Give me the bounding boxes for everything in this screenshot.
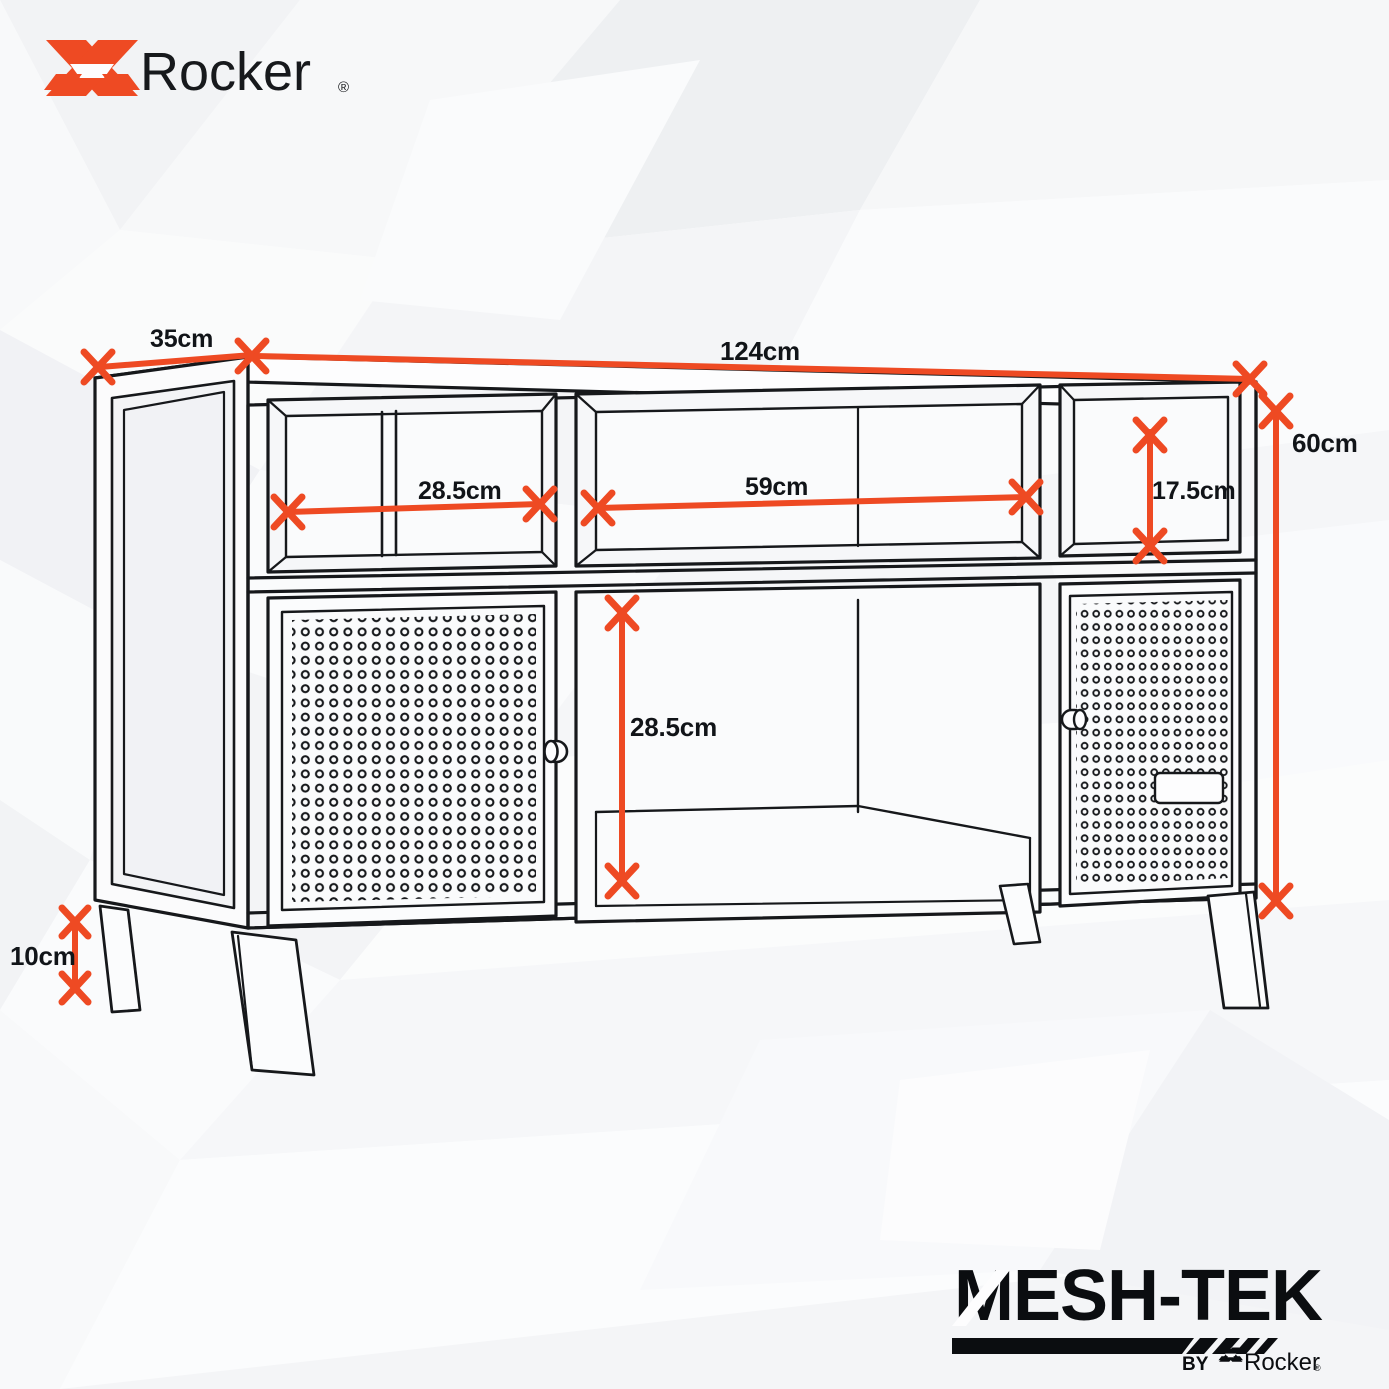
dim-marker	[270, 485, 558, 531]
dim-marker	[604, 594, 640, 900]
meshtek-wordmark: MESH-TEK	[954, 1258, 1324, 1336]
dimension-label-total-height: 60cm	[1292, 428, 1358, 458]
meshtek-logo: MESH-TEK BY Rocker ®	[952, 1258, 1324, 1376]
dimension-label-depth: 35cm	[150, 325, 214, 353]
dim-marker	[80, 337, 270, 386]
dimension-label-width: 124cm	[720, 336, 800, 366]
meshtek-xrocker-wordmark: Rocker	[1244, 1349, 1320, 1376]
dimension-label-center-shelf-width: 59cm	[745, 473, 809, 501]
dim-marker	[1132, 416, 1168, 565]
svg-text:MESH-TEK: MESH-TEK	[954, 1258, 1323, 1336]
xrocker-wordmark: Rocker	[140, 42, 311, 102]
registered-trademark-icon: ®	[338, 79, 349, 96]
xrocker-x-mark	[44, 40, 140, 96]
dim-marker	[58, 904, 92, 1006]
meshtek-registered-trademark-icon: ®	[1314, 1363, 1321, 1373]
dim-marker	[1258, 392, 1294, 920]
meshtek-xrocker-mark	[1218, 1347, 1243, 1362]
meshtek-by-label: BY	[1182, 1354, 1209, 1375]
dimension-label-cubby-height: 17.5cm	[1152, 477, 1236, 505]
meshtek-underline	[952, 1338, 1278, 1354]
dim-marker	[580, 478, 1044, 527]
dimension-label-leg-height: 10cm	[10, 941, 76, 971]
dim-marker	[1232, 360, 1268, 398]
xrocker-logo: Rocker ®	[44, 40, 349, 102]
dimension-label-left-cubby-width: 28.5cm	[418, 477, 502, 505]
dimension-label-cabinet-height: 28.5cm	[630, 712, 717, 742]
